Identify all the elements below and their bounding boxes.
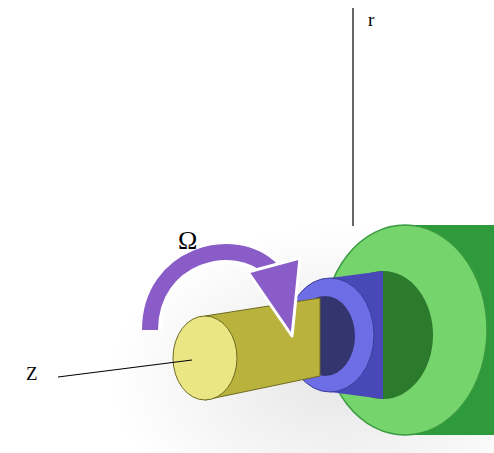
omega-label: Ω	[178, 228, 197, 254]
shaft-end	[173, 316, 237, 400]
rotation-arrow	[150, 252, 272, 330]
r-axis-line	[352, 8, 353, 226]
background-shade	[110, 200, 494, 453]
z-axis-line	[58, 360, 192, 377]
z-axis-label: Z	[26, 364, 38, 383]
rotation-arrowhead	[248, 258, 300, 336]
rotation-arrow-outline	[150, 252, 272, 330]
r-axis-label: r	[368, 10, 374, 29]
